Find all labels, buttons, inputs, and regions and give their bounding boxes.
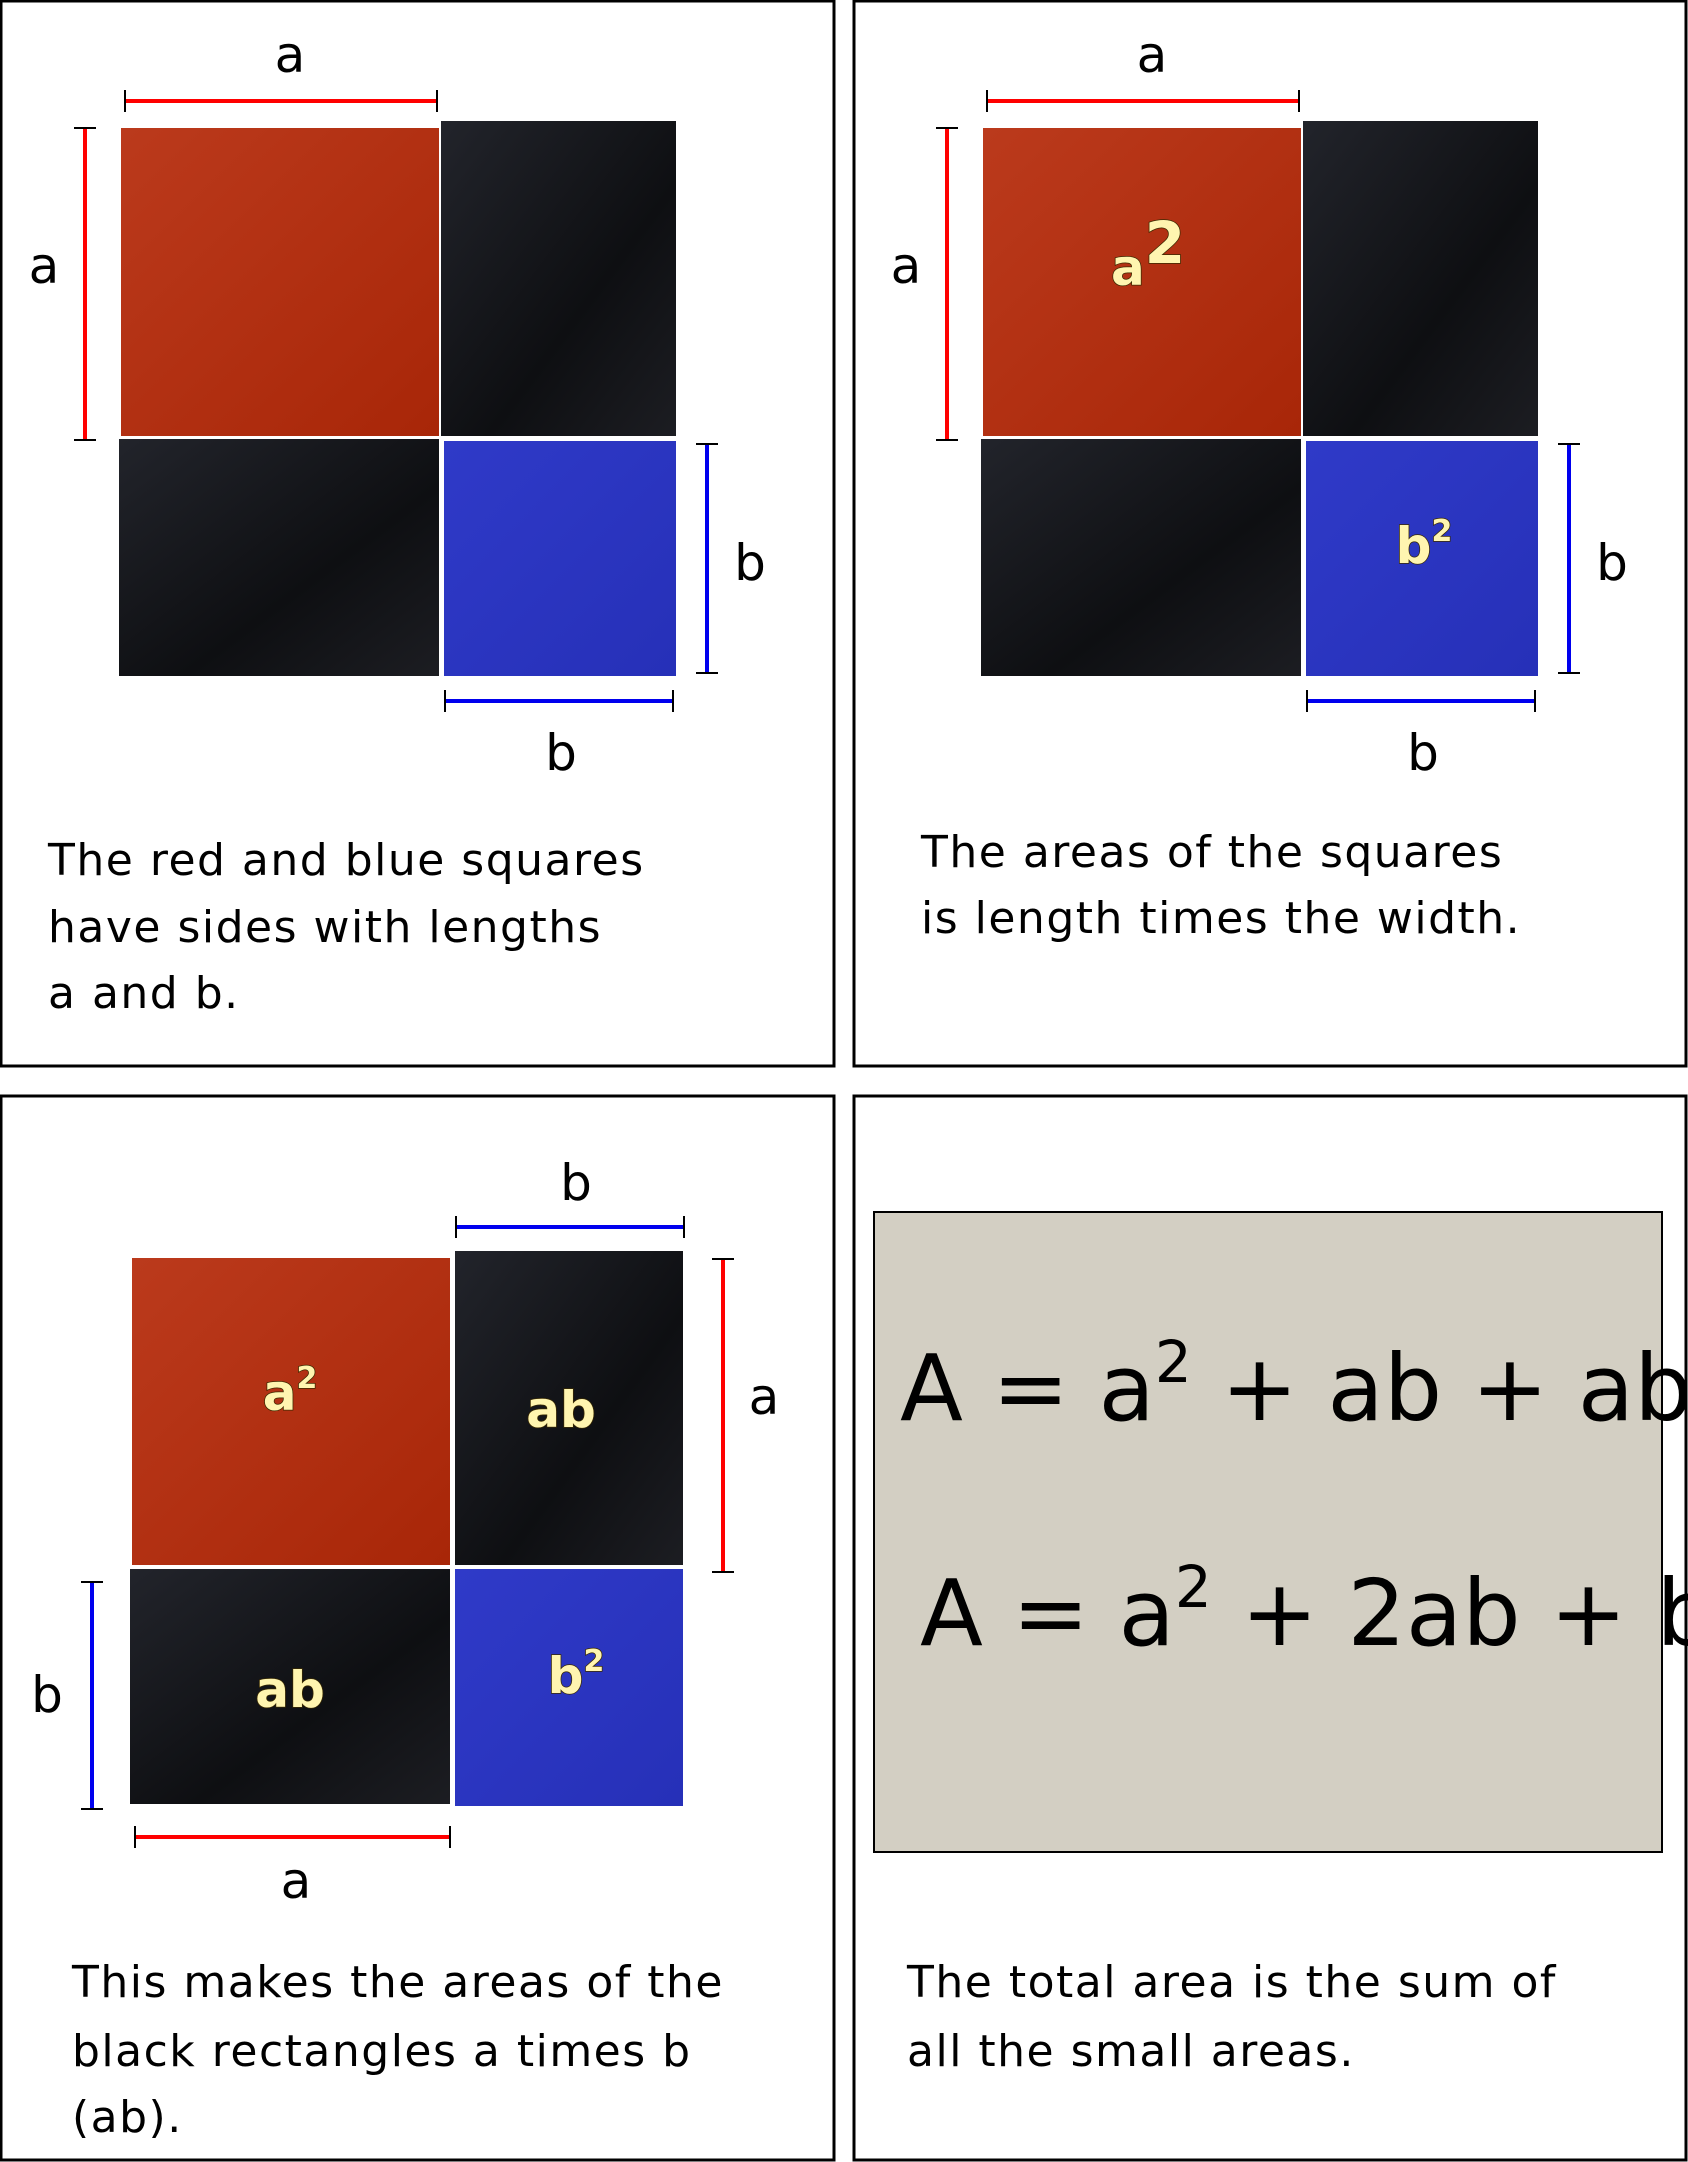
blue-square-tile xyxy=(1306,441,1538,676)
dimension-label-left: b xyxy=(31,1666,63,1724)
dimension-line-right-b xyxy=(1558,443,1580,674)
caption-line: (ab). xyxy=(72,2092,183,2143)
red-square-tile xyxy=(983,128,1301,436)
caption-line: is length times the width. xyxy=(921,893,1521,944)
caption-line: have sides with lengths xyxy=(48,902,602,953)
dimension-label-bottom: b xyxy=(545,724,577,782)
dimension-label-left: a xyxy=(29,237,60,295)
dimension-line-bottom-b xyxy=(444,690,674,712)
dimension-line-top-b xyxy=(455,1216,685,1238)
equation-expanded: A = a2 + ab + ab + b2 xyxy=(900,1328,1688,1442)
dimension-line-top-a xyxy=(124,90,438,112)
dimension-label-top: a xyxy=(275,26,306,84)
panel-3: b a b a a2 ab ab b2 This makes the areas… xyxy=(0,1094,836,2162)
dimension-line-bottom-a xyxy=(134,1826,451,1848)
dimension-label-right: b xyxy=(734,534,766,592)
dimension-line-left-a xyxy=(74,127,96,441)
caption-line: black rectangles a times b xyxy=(72,2026,692,2077)
dimension-label-bottom: a xyxy=(281,1852,312,1910)
dimension-label-left: a xyxy=(891,237,922,295)
caption-line: all the small areas. xyxy=(907,2026,1355,2077)
equation-box xyxy=(873,1211,1663,1853)
panel-2: a a b b a2 b2 The areas of the squares i… xyxy=(852,0,1688,1068)
tile-label-b-squared: b2 xyxy=(548,1644,605,1705)
dimension-line-bottom-b xyxy=(1306,690,1536,712)
dimension-label-top: b xyxy=(560,1154,592,1212)
dimension-label-right: b xyxy=(1596,534,1628,592)
black-rectangle-tile-top-right xyxy=(1303,121,1538,436)
caption-line: The red and blue squares xyxy=(47,835,645,886)
blue-square-tile xyxy=(444,441,676,676)
dimension-line-left-a xyxy=(936,127,958,441)
equation-simplified: A = a2 + 2ab + b2 xyxy=(920,1553,1688,1667)
panel-1: a a b b The red and blue squares have si… xyxy=(0,0,836,1068)
dimension-label-top: a xyxy=(1137,26,1168,84)
dimension-line-right-b xyxy=(696,443,718,674)
dimension-line-right-a xyxy=(712,1258,734,1573)
tile-label-ab-top-right: ab xyxy=(526,1381,596,1439)
black-rectangle-tile-bottom-left xyxy=(981,439,1301,676)
black-rectangle-tile-top-right xyxy=(441,121,676,436)
dimension-line-left-b xyxy=(81,1581,103,1810)
dimension-label-right: a xyxy=(749,1368,780,1426)
black-rectangle-tile-top-right xyxy=(455,1251,683,1565)
dimension-line-top-a xyxy=(986,90,1300,112)
red-square-tile xyxy=(121,128,439,436)
caption-line: This makes the areas of the xyxy=(71,1957,724,2008)
tile-label-b-squared: b2 xyxy=(1396,514,1453,575)
caption-line: The total area is the sum of xyxy=(906,1957,1557,2008)
tile-label-a-squared: a2 xyxy=(1111,209,1185,297)
dimension-label-bottom: b xyxy=(1407,724,1439,782)
caption-line: The areas of the squares xyxy=(920,827,1503,878)
tile-label-a-squared: a2 xyxy=(263,1361,318,1422)
tile-label-ab-bottom-left: ab xyxy=(255,1661,325,1719)
panel-4: A = a2 + ab + ab + b2 A = a2 + 2ab + b2 … xyxy=(852,1094,1688,2162)
caption-line: a and b. xyxy=(48,968,240,1019)
red-square-tile xyxy=(132,1258,450,1565)
black-rectangle-tile-bottom-left xyxy=(130,1569,450,1804)
black-rectangle-tile-bottom-left xyxy=(119,439,439,676)
blue-square-tile xyxy=(455,1569,683,1806)
